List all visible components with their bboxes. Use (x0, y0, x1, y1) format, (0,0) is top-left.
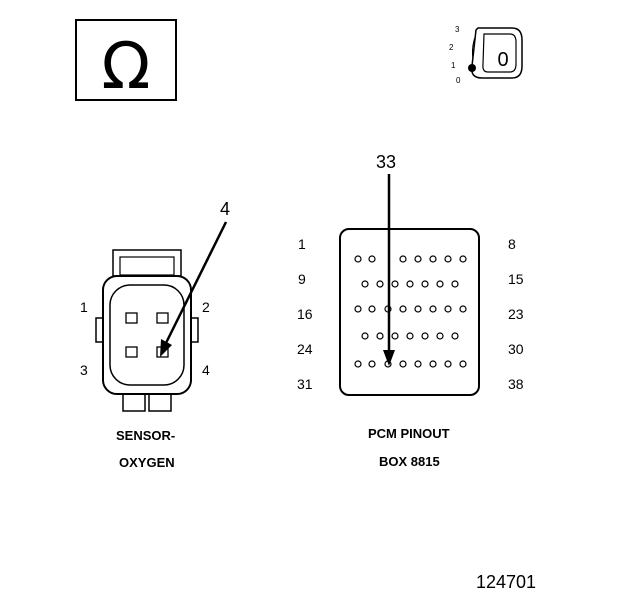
pcm-pin-cavity (414, 360, 422, 368)
ignition-position-1: 1 (451, 61, 456, 70)
sensor-callout-arrow (164, 221, 228, 344)
pcm-pin-cavity (459, 255, 467, 263)
pcm-pin-cavity (368, 360, 376, 368)
pcm-pin-cavity (421, 280, 429, 288)
pcm-pin-cavity (459, 360, 467, 368)
pcm-pin-cavity (354, 305, 362, 313)
pcm-right-pin-15: 15 (508, 271, 524, 287)
pcm-pin-cavity (354, 255, 362, 263)
pcm-left-pin-9: 9 (298, 271, 306, 287)
sensor-pin-1-label: 1 (80, 299, 88, 315)
pcm-pin-cavity (391, 332, 399, 340)
pcm-pin-cavity (429, 255, 437, 263)
pcm-left-pin-24: 24 (297, 341, 313, 357)
sensor-cavity-3 (125, 346, 138, 358)
pcm-pin-cavity (414, 305, 422, 313)
sensor-pin-4-label: 4 (202, 362, 210, 378)
pcm-pin-cavity (459, 305, 467, 313)
pcm-pin-cavity (361, 332, 369, 340)
pcm-pin-cavity (436, 332, 444, 340)
ohm-symbol: Ω (102, 30, 151, 104)
pcm-callout-label: 33 (376, 152, 397, 172)
sensor-cavity-1 (125, 312, 138, 324)
pcm-left-pin-31: 31 (297, 376, 313, 392)
pcm-pin-cavity (451, 280, 459, 288)
pcm-title-line1: PCM PINOUT (368, 426, 450, 441)
pcm-pin-cavity (368, 255, 376, 263)
pcm-pin-cavity (406, 280, 414, 288)
sensor-title-line1: SENSOR- (116, 428, 176, 443)
ignition-key-icon: 3 2 1 0 0 (449, 25, 523, 85)
pcm-pin-cavity (436, 280, 444, 288)
pcm-pin-cavity (451, 332, 459, 340)
pcm-pin-cavity (361, 280, 369, 288)
sensor-pin-2-label: 2 (202, 299, 210, 315)
ohmmeter-icon: Ω (75, 19, 177, 104)
pcm-pin-cavity (429, 305, 437, 313)
pcm-right-pin-30: 30 (508, 341, 524, 357)
pcm-pin-cavity (444, 255, 452, 263)
oxygen-sensor-connector (95, 221, 228, 412)
pcm-pin-cavity (368, 305, 376, 313)
ignition-position-2: 2 (449, 43, 454, 52)
pcm-right-pin-38: 38 (508, 376, 524, 392)
ignition-current-position: 0 (497, 49, 508, 71)
pcm-connector (339, 174, 480, 396)
pcm-pin-cavity (399, 360, 407, 368)
pcm-pin-cavity (444, 360, 452, 368)
pcm-pin-cavity (376, 280, 384, 288)
pcm-pin-cavity (391, 280, 399, 288)
sensor-pin-3-label: 3 (80, 362, 88, 378)
pcm-pin-cavity (421, 332, 429, 340)
pcm-pin-cavity (406, 332, 414, 340)
pcm-pin-cavity (414, 255, 422, 263)
ignition-position-0: 0 (456, 76, 461, 85)
sensor-cavity-2 (156, 312, 169, 324)
pcm-left-pin-16: 16 (297, 306, 313, 322)
ignition-position-3: 3 (455, 25, 460, 34)
figure-id: 124701 (476, 572, 537, 592)
pcm-right-pin-23: 23 (508, 306, 524, 322)
pcm-right-pin-8: 8 (508, 236, 516, 252)
pcm-pin-cavity (429, 360, 437, 368)
sensor-title-line2: OXYGEN (119, 455, 175, 470)
pcm-pin-cavity (444, 305, 452, 313)
pcm-pin-cavity (399, 255, 407, 263)
pcm-pin-grid (354, 255, 467, 368)
pcm-title-line2: BOX 8815 (379, 454, 440, 469)
pcm-left-pin-1: 1 (298, 236, 306, 252)
pcm-pin-cavity (399, 305, 407, 313)
pcm-pin-cavity (376, 332, 384, 340)
pcm-pin-cavity (354, 360, 362, 368)
sensor-callout-label: 4 (220, 199, 231, 219)
